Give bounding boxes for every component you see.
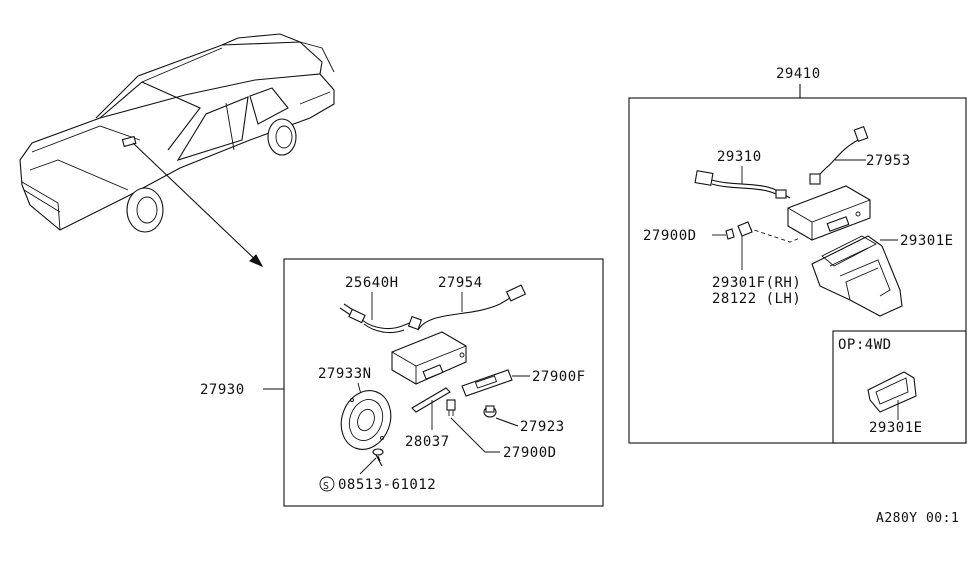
right-parts-box xyxy=(628,97,967,444)
label-wire: 25640H xyxy=(345,275,399,291)
bracket-left-part xyxy=(461,369,513,397)
speaker-part xyxy=(340,390,392,450)
label-screw-symbol: S xyxy=(323,481,330,492)
left-parts-box xyxy=(283,258,604,507)
label-screw: 08513-61012 xyxy=(338,477,436,493)
label-option-title: OP:4WD xyxy=(838,337,892,353)
label-bracket-f: 29301F(RH) xyxy=(712,275,801,291)
screw-part xyxy=(372,448,384,467)
label-group-left: 27930 xyxy=(200,382,245,398)
label-group-main: 29410 xyxy=(776,66,821,82)
knob-part xyxy=(483,405,497,418)
label-harness: 29310 xyxy=(717,149,762,165)
pointer-arrow xyxy=(132,142,264,268)
car-illustration xyxy=(19,33,335,233)
label-bracket-left: 27900F xyxy=(532,369,586,385)
label-plate: 28037 xyxy=(405,434,450,450)
label-bracket-lh: 28122 (LH) xyxy=(712,291,801,307)
label-antenna-cord: 27954 xyxy=(438,275,483,291)
label-cord: 27953 xyxy=(866,153,911,169)
option-sub-box xyxy=(832,330,967,444)
cord-part xyxy=(809,125,869,185)
label-option-part: 29301E xyxy=(869,420,923,436)
option-bracket-part xyxy=(867,371,917,413)
screw-symbol-circle xyxy=(319,476,335,492)
label-knob: 27923 xyxy=(520,419,565,435)
plate-part xyxy=(411,387,451,413)
clip-right-part xyxy=(725,221,753,240)
label-speaker: 27933N xyxy=(318,366,372,382)
control-unit-right xyxy=(787,185,871,241)
clip-left-part xyxy=(446,399,456,416)
harness-part xyxy=(694,170,791,199)
label-clip-left: 27900D xyxy=(503,445,557,461)
console-bracket-part xyxy=(811,235,903,317)
control-unit-left xyxy=(391,331,467,385)
label-bracket-e: 29301E xyxy=(900,233,954,249)
label-clip-right: 27900D xyxy=(643,228,697,244)
diagram-code: A280Y 00:1 xyxy=(876,511,959,526)
